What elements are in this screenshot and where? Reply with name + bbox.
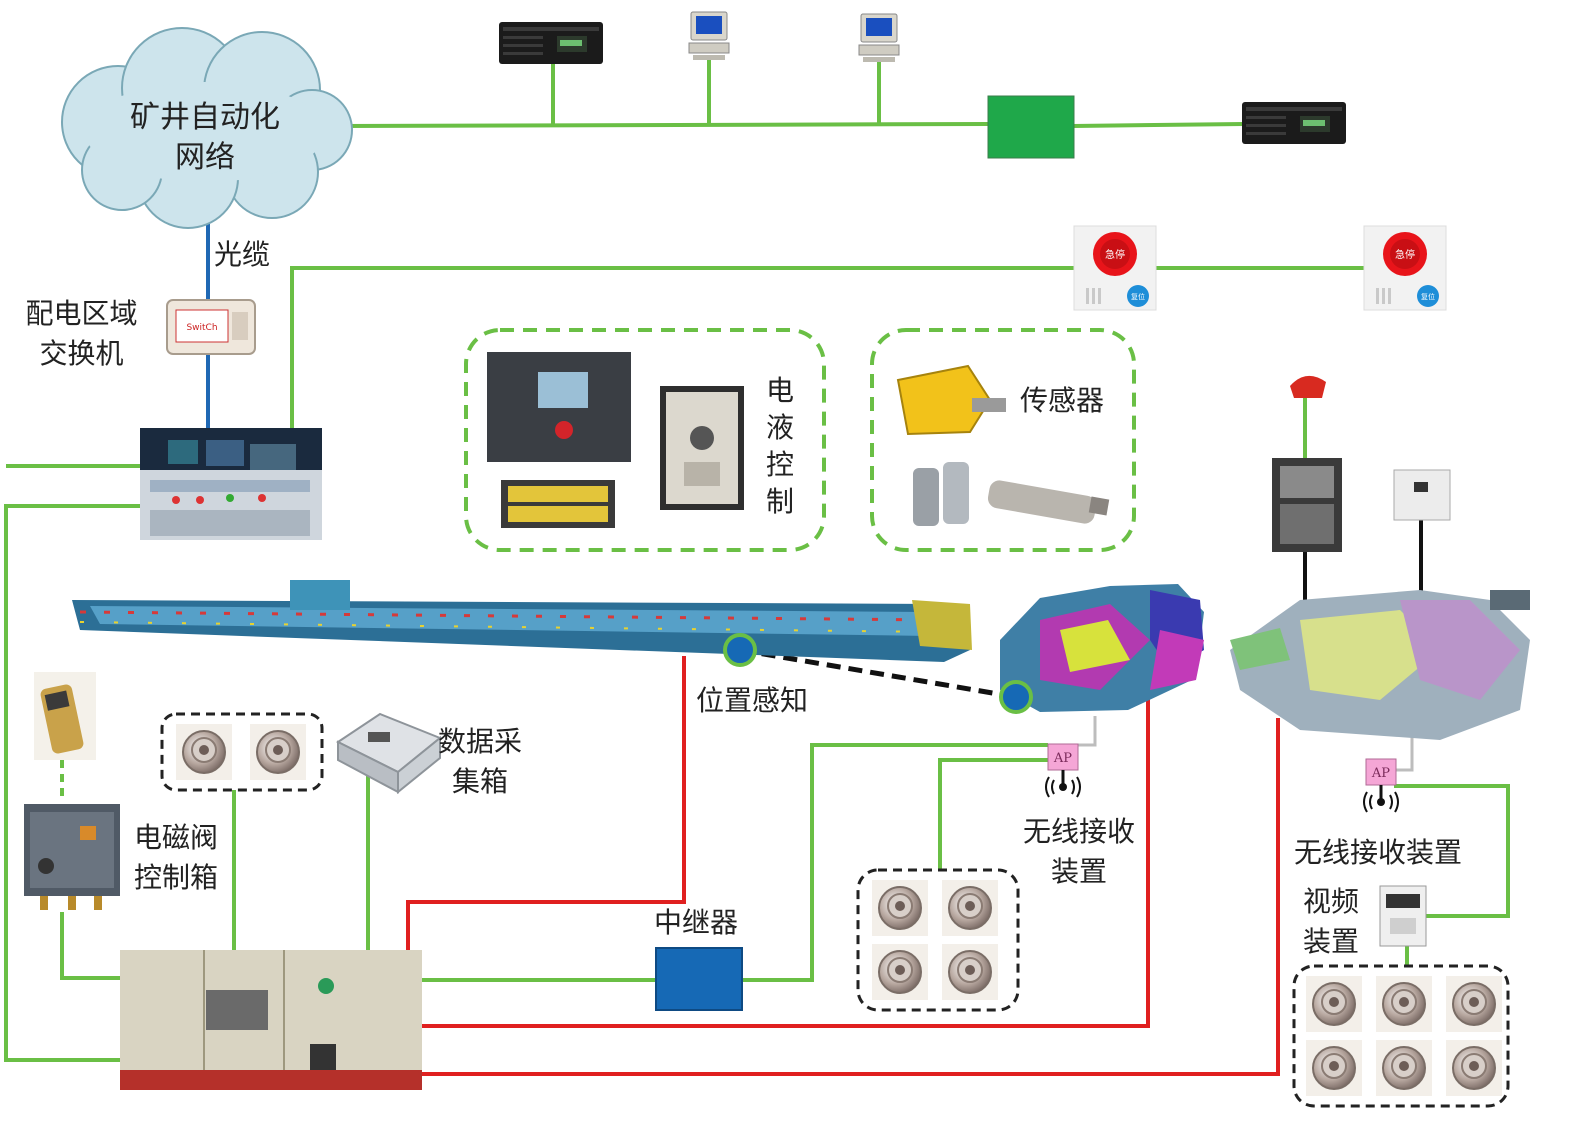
gas-sensor-icon <box>249 723 307 781</box>
roadheader-controller-box <box>1272 458 1342 552</box>
repeater-box <box>655 947 743 1011</box>
video-device <box>1379 885 1427 947</box>
warning-beacon <box>1290 375 1326 398</box>
main-switchgear-cabinet <box>120 950 422 1090</box>
sensor-group-dashed <box>160 712 324 792</box>
sensor-group-dashed <box>1292 964 1510 1108</box>
solenoid-control-box <box>24 804 120 910</box>
gas-sensor-icon <box>1305 1039 1363 1097</box>
position-sensor-node <box>999 680 1033 714</box>
gas-sensor-icon <box>941 879 999 937</box>
wireless-receiver-label-right: 无线接收装置 <box>1294 836 1463 869</box>
power-lines <box>406 656 1280 1076</box>
sensor-label: 传感器 <box>1020 384 1105 417</box>
gas-sensor-icon <box>1375 1039 1433 1097</box>
loader-machine <box>1000 584 1204 712</box>
fiber-cable-label: 光缆 <box>214 238 271 271</box>
emergency-stop-button <box>1363 225 1447 311</box>
gas-sensor-icon <box>1305 975 1363 1033</box>
video-device-label: 视频装置 <box>1302 885 1359 958</box>
area-switch-label: 配电区域交换机 <box>25 297 138 370</box>
ehc-group-border <box>464 328 826 552</box>
gas-sensor-icon <box>871 943 929 1001</box>
network-lines <box>4 58 1510 1062</box>
mine-network-label: 矿井自动化网络 <box>130 100 280 175</box>
computer-icon <box>688 11 730 61</box>
explosion-proof-phone <box>34 672 96 760</box>
server-icon <box>499 22 603 64</box>
gas-sensor-icon <box>1375 975 1433 1033</box>
gas-sensor-icon <box>1445 975 1503 1033</box>
roadheader-switch-box <box>1393 469 1451 521</box>
ehc-keypad <box>501 480 615 528</box>
sensor-group-border <box>870 328 1136 552</box>
scraper-conveyor <box>72 580 972 662</box>
data-acquisition-label: 数据采集箱 <box>437 725 522 798</box>
wireless-receiver-label: 无线接收装置 <box>1022 815 1135 888</box>
ehc-label: 电液控制 <box>766 374 795 518</box>
sensor-yellow <box>896 364 1006 436</box>
ehc-controller-panel <box>487 352 631 462</box>
position-link-dashed <box>739 647 1017 700</box>
position-sensor-node <box>723 633 757 667</box>
area-switch-box: SwitCh <box>166 299 256 355</box>
computer-icon <box>858 13 900 63</box>
svg-text:SwitCh: SwitCh <box>186 323 217 333</box>
solenoid-control-label: 电磁阀控制箱 <box>133 821 218 894</box>
gas-sensor-icon <box>941 943 999 1001</box>
data-acquisition-box <box>336 712 442 795</box>
network-switch <box>987 95 1075 159</box>
roadheader-machine <box>1230 590 1530 740</box>
control-console <box>140 428 322 540</box>
gray-lines <box>1076 716 1414 772</box>
wireless-ap-icon <box>1362 757 1400 814</box>
gas-sensor-icon <box>175 723 233 781</box>
sensor-cylinders <box>913 462 969 526</box>
sensor-probe <box>987 480 1110 524</box>
position-sensing-label: 位置感知 <box>696 684 809 717</box>
gas-sensor-icon <box>1445 1039 1503 1097</box>
gas-sensor-icon <box>871 879 929 937</box>
wireless-ap-icon <box>1044 742 1082 799</box>
sensor-group-dashed <box>856 868 1020 1012</box>
server-icon <box>1242 102 1346 144</box>
ehc-camera-box <box>660 386 744 510</box>
emergency-stop-button <box>1073 225 1157 311</box>
repeater-label: 中继器 <box>654 906 739 939</box>
